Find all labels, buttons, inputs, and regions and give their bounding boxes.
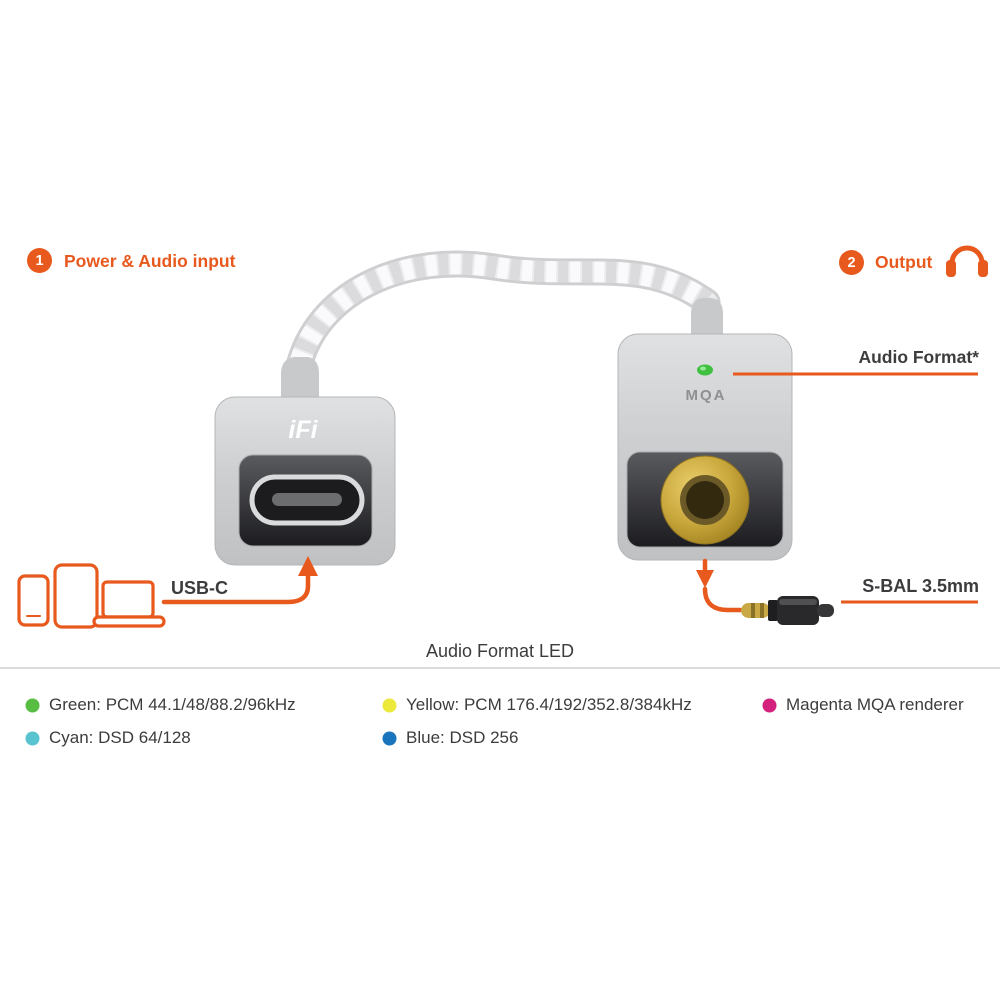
yellow-led-dot bbox=[382, 698, 397, 712]
laptop-icon bbox=[92, 580, 166, 628]
usb-c-label: USB-C bbox=[171, 578, 228, 598]
step-1-badge: 1 bbox=[27, 248, 52, 273]
audio-format-label: Audio Format* bbox=[858, 347, 979, 367]
usb-c-adapter-end: iFi bbox=[214, 357, 396, 566]
legend-label: Magenta MQA renderer bbox=[786, 695, 964, 714]
brand-logo: iFi bbox=[288, 416, 318, 444]
output-arrow bbox=[696, 558, 743, 613]
headphones-icon bbox=[946, 245, 988, 277]
legend-item-green: Green: PCM 44.1/48/88.2/96kHz bbox=[25, 695, 296, 714]
blue-led-dot bbox=[382, 731, 397, 745]
legend-item-magenta: Magenta MQA renderer bbox=[762, 695, 964, 714]
magenta-led-dot bbox=[762, 698, 777, 712]
step-1-label: Power & Audio input bbox=[64, 251, 236, 271]
jack-plug-icon bbox=[741, 596, 834, 625]
legend-label: Yellow: PCM 176.4/192/352.8/384kHz bbox=[406, 695, 692, 714]
legend-label: Cyan: DSD 64/128 bbox=[49, 728, 191, 747]
step-2-label: Output bbox=[875, 252, 933, 272]
divider-line bbox=[0, 667, 1000, 669]
output-adapter-end: MQA bbox=[617, 298, 793, 561]
legend-label: Blue: DSD 256 bbox=[406, 728, 519, 747]
step-2-badge: 2 bbox=[839, 250, 864, 275]
usb-c-arrow bbox=[161, 556, 318, 605]
headphone-jack bbox=[660, 455, 750, 545]
codec-label: MQA bbox=[686, 387, 727, 404]
green-led-dot bbox=[25, 698, 40, 712]
legend-label: Green: PCM 44.1/48/88.2/96kHz bbox=[49, 695, 296, 714]
legend-item-blue: Blue: DSD 256 bbox=[382, 728, 519, 747]
legend-item-yellow: Yellow: PCM 176.4/192/352.8/384kHz bbox=[382, 695, 692, 714]
cyan-led-dot bbox=[25, 731, 40, 745]
phone-icon bbox=[17, 574, 50, 627]
tablet-icon bbox=[53, 563, 99, 629]
legend-title: Audio Format LED bbox=[425, 641, 575, 661]
legend-item-cyan: Cyan: DSD 64/128 bbox=[25, 728, 191, 747]
s-bal-label: S-BAL 3.5mm bbox=[862, 576, 979, 596]
led-indicator bbox=[697, 364, 713, 376]
source-devices bbox=[17, 563, 166, 629]
